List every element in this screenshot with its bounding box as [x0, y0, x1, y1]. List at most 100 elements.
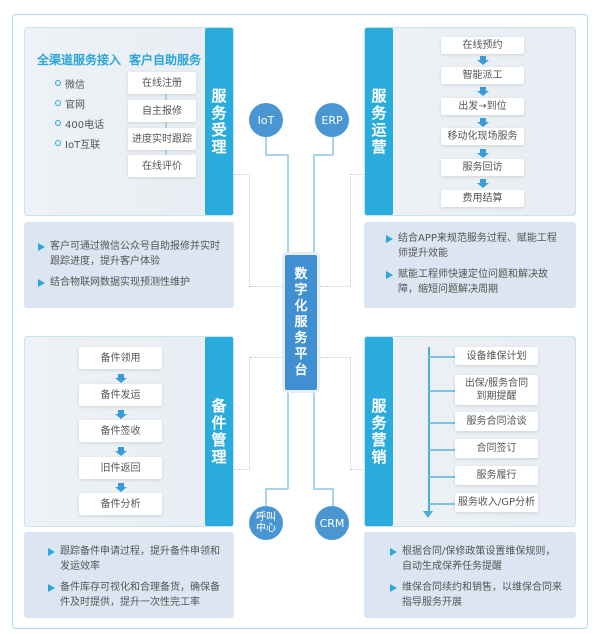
channels-heading: 全渠道服务接入	[37, 53, 122, 67]
connector-line	[287, 392, 289, 489]
connector-line	[429, 503, 455, 505]
marketing-step: 服务收入/GP分析	[455, 493, 538, 512]
circle-bullet-icon	[55, 100, 61, 106]
arrow-down-icon	[477, 118, 489, 127]
section-title: 服务运营	[365, 28, 393, 215]
channel-item: 微信	[55, 73, 104, 93]
note-item: 跟踪备件申请过程，提升备件申领和发运效率	[48, 544, 220, 574]
digital-service-platform: 数字化服务平台	[282, 252, 320, 393]
connector-line	[313, 392, 315, 489]
dotted-connector	[234, 174, 250, 287]
connector-line	[429, 422, 455, 424]
operation-step: 智能派工	[441, 67, 524, 84]
service-marketing-panel: 服务营销 设备维保计划 出保/服务合同到期提醒 服务合同洽谈 合同签订 服务履行…	[364, 336, 576, 527]
connector-line	[429, 449, 455, 451]
channel-item: 400电话	[55, 113, 104, 133]
channel-label: 400电话	[65, 119, 105, 131]
timeline-line	[428, 347, 430, 513]
system-iot: IoT	[249, 103, 283, 137]
channel-label: IoT互联	[65, 139, 101, 151]
self-service-step: 在线注册	[128, 72, 196, 94]
note-item: 备件库存可视化和合理备货，确保备件及时提供，提升一次性完工率	[48, 580, 220, 610]
arrow-down-icon	[115, 483, 127, 492]
self-service-step: 进度实时跟踪	[128, 128, 196, 150]
section-title-text: 备件管理	[211, 396, 227, 466]
circle-bullet-icon	[55, 120, 61, 126]
circle-bullet-icon	[55, 140, 61, 146]
connector-line	[265, 488, 288, 490]
spare-part-step: 备件分析	[79, 493, 162, 515]
connector-line	[265, 154, 288, 156]
dotted-connector	[350, 174, 364, 287]
section-title-text: 服务营销	[371, 396, 387, 466]
note-item: 赋能工程师快速定位问题和解决故障，缩短问题解决周期	[386, 267, 562, 297]
system-erp: ERP	[315, 103, 349, 137]
dotted-connector	[320, 357, 350, 358]
platform-title: 数字化服务平台	[294, 266, 308, 378]
service-acceptance-panel: 全渠道服务接入 客户自助服务 微信 官网 400电话 IoT互联 在线注册 自主…	[24, 27, 234, 216]
dotted-connector	[250, 286, 282, 287]
note-item: 维保合同续约和销售，以维保合同来指导服务开展	[390, 580, 562, 610]
spare-part-step: 备件签收	[79, 420, 162, 442]
outer-frame	[12, 14, 588, 629]
system-crm: CRM	[315, 506, 349, 540]
service-operation-notes: 结合APP来规范服务过程、赋能工程师提升效能 赋能工程师快速定位问题和解决故障，…	[364, 222, 576, 308]
operation-step: 移动化现场服务	[441, 128, 524, 145]
connector-line	[313, 488, 333, 490]
channel-label: 微信	[65, 79, 85, 91]
spare-parts-panel: 备件领用 备件发运 备件签收 旧件返回 备件分析 备件管理	[24, 336, 234, 527]
connector-line	[265, 488, 267, 506]
marketing-step: 设备维保计划	[455, 347, 538, 365]
marketing-step: 合同签订	[455, 439, 538, 458]
spare-parts-notes: 跟踪备件申请过程，提升备件申领和发运效率 备件库存可视化和合理备货，确保备件及时…	[24, 532, 234, 618]
note-item: 结合APP来规范服务过程、赋能工程师提升效能	[386, 231, 562, 261]
connector-line	[332, 137, 334, 155]
arrow-down-icon	[477, 56, 489, 65]
section-title: 服务营销	[365, 337, 393, 526]
dotted-connector	[350, 357, 364, 470]
spare-part-step: 旧件返回	[79, 457, 162, 479]
marketing-step: 服务履行	[455, 466, 538, 485]
arrow-down-icon	[115, 410, 127, 419]
connector-line	[313, 154, 315, 254]
arrow-down-icon	[477, 179, 489, 188]
channel-list: 微信 官网 400电话 IoT互联	[55, 73, 104, 153]
channel-label: 官网	[65, 99, 85, 111]
service-operation-panel: 服务运营 在线预约 智能派工 出发→到位 移动化现场服务 服务回访 费用结算	[364, 27, 576, 216]
system-call-center: 呼叫中心	[249, 506, 283, 540]
connector-line	[429, 390, 455, 392]
circle-bullet-icon	[55, 80, 61, 86]
operation-step: 在线预约	[441, 37, 524, 54]
self-service-step: 在线评价	[128, 155, 196, 177]
connector-line	[429, 476, 455, 478]
connector-line	[313, 154, 333, 156]
channel-item: 官网	[55, 93, 104, 113]
section-title: 服务受理	[205, 28, 233, 215]
service-acceptance-notes: 客户可通过微信公众号自助报修并实时跟踪进度，提升客户体验 结合物联网数据实现预测…	[24, 222, 234, 308]
service-marketing-notes: 根据合同/保修政策设置维保规则，自动生成保养任务提醒 维保合同续约和销售，以维保…	[364, 532, 576, 618]
operation-step: 服务回访	[441, 159, 524, 176]
connector-line	[287, 154, 289, 254]
spare-part-step: 备件领用	[79, 347, 162, 369]
arrow-down-icon	[115, 447, 127, 456]
marketing-step: 服务合同洽谈	[455, 412, 538, 431]
channel-item: IoT互联	[55, 133, 104, 153]
marketing-step: 出保/服务合同到期提醒	[455, 375, 538, 405]
self-service-step: 自主报修	[128, 100, 196, 122]
timeline-arrow-icon	[423, 511, 433, 518]
arrow-down-icon	[115, 374, 127, 383]
arrow-down-icon	[477, 149, 489, 158]
connector-line	[265, 137, 267, 155]
arrow-down-icon	[477, 87, 489, 96]
operation-step: 费用结算	[441, 190, 524, 207]
dotted-connector	[320, 286, 350, 287]
spare-part-step: 备件发运	[79, 384, 162, 406]
connector-line	[429, 356, 455, 358]
dotted-connector	[250, 357, 282, 358]
section-title-text: 服务运营	[371, 86, 387, 156]
dotted-connector	[234, 357, 250, 470]
section-title-text: 服务受理	[211, 86, 227, 156]
note-item: 根据合同/保修政策设置维保规则，自动生成保养任务提醒	[390, 544, 562, 574]
note-item: 结合物联网数据实现预测性维护	[38, 275, 220, 290]
section-title: 备件管理	[205, 337, 233, 526]
